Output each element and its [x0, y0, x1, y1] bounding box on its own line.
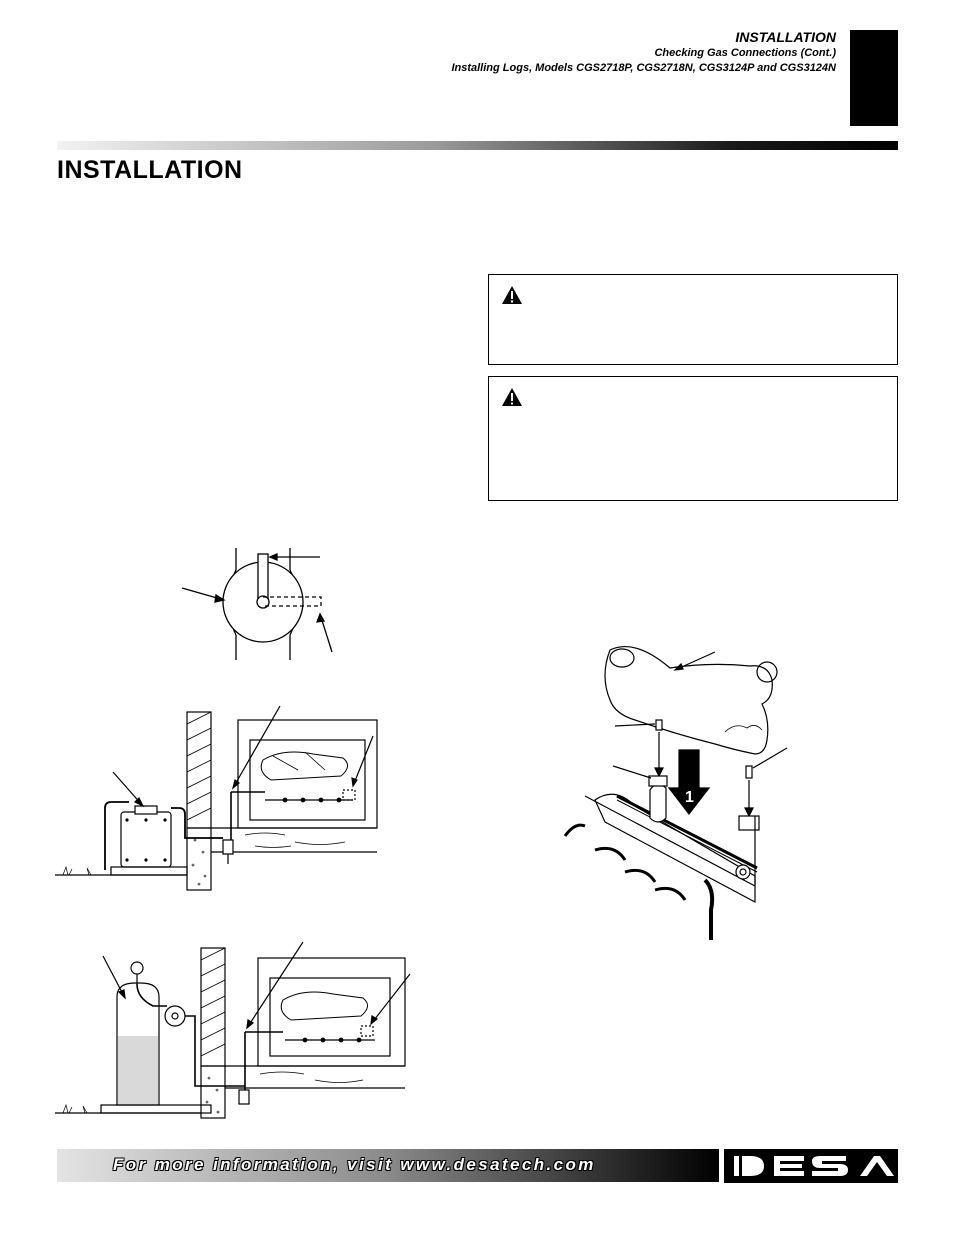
header-line-1: Checking Gas Connections (Cont.) — [654, 47, 836, 59]
log-placement-diagram: 1 — [563, 646, 788, 940]
footer-link-text[interactable]: For more information, visit www.desatech… — [113, 1155, 596, 1174]
warning-box-1 — [488, 274, 898, 365]
valve-diagram — [181, 548, 333, 660]
header-line-2: Installing Logs, Models CGS2718P, CGS271… — [451, 62, 836, 74]
warning-triangle-icon — [502, 286, 522, 304]
warning-triangle-icon — [502, 388, 522, 406]
running-header: INSTALLATION Checking Gas Connections (C… — [451, 28, 836, 76]
page-title: INSTALLATION — [57, 156, 243, 184]
natural-gas-installation-diagram — [55, 705, 378, 891]
footer-bar: For more information, visit www.desatech… — [57, 1149, 719, 1182]
page-tab-block — [850, 30, 898, 126]
warning-box-2 — [488, 376, 898, 501]
header-gradient-rule — [57, 141, 898, 150]
header-section: INSTALLATION — [735, 29, 836, 45]
svg-text:1: 1 — [685, 789, 694, 806]
desa-logo — [724, 1149, 898, 1183]
propane-installation-diagram — [55, 941, 411, 1119]
